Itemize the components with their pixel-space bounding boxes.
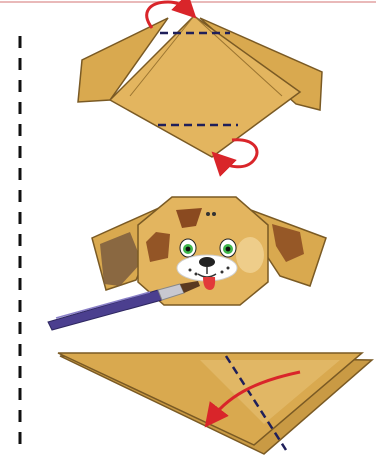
whisker-dot xyxy=(227,267,230,270)
spot-dot xyxy=(206,212,210,216)
right-eye xyxy=(220,239,236,257)
whisker-dot xyxy=(189,269,192,272)
step-paint-face xyxy=(48,197,326,330)
whisker-dot xyxy=(221,271,224,274)
cheek-patch xyxy=(236,237,264,273)
nose-icon xyxy=(199,257,215,267)
left-eye xyxy=(180,239,196,257)
whisker-dot xyxy=(195,273,198,276)
spot-dot xyxy=(212,212,216,216)
curved-arrow-icon xyxy=(147,2,188,28)
step-fold-triangle xyxy=(58,353,372,454)
step-fold-ears xyxy=(78,2,322,167)
